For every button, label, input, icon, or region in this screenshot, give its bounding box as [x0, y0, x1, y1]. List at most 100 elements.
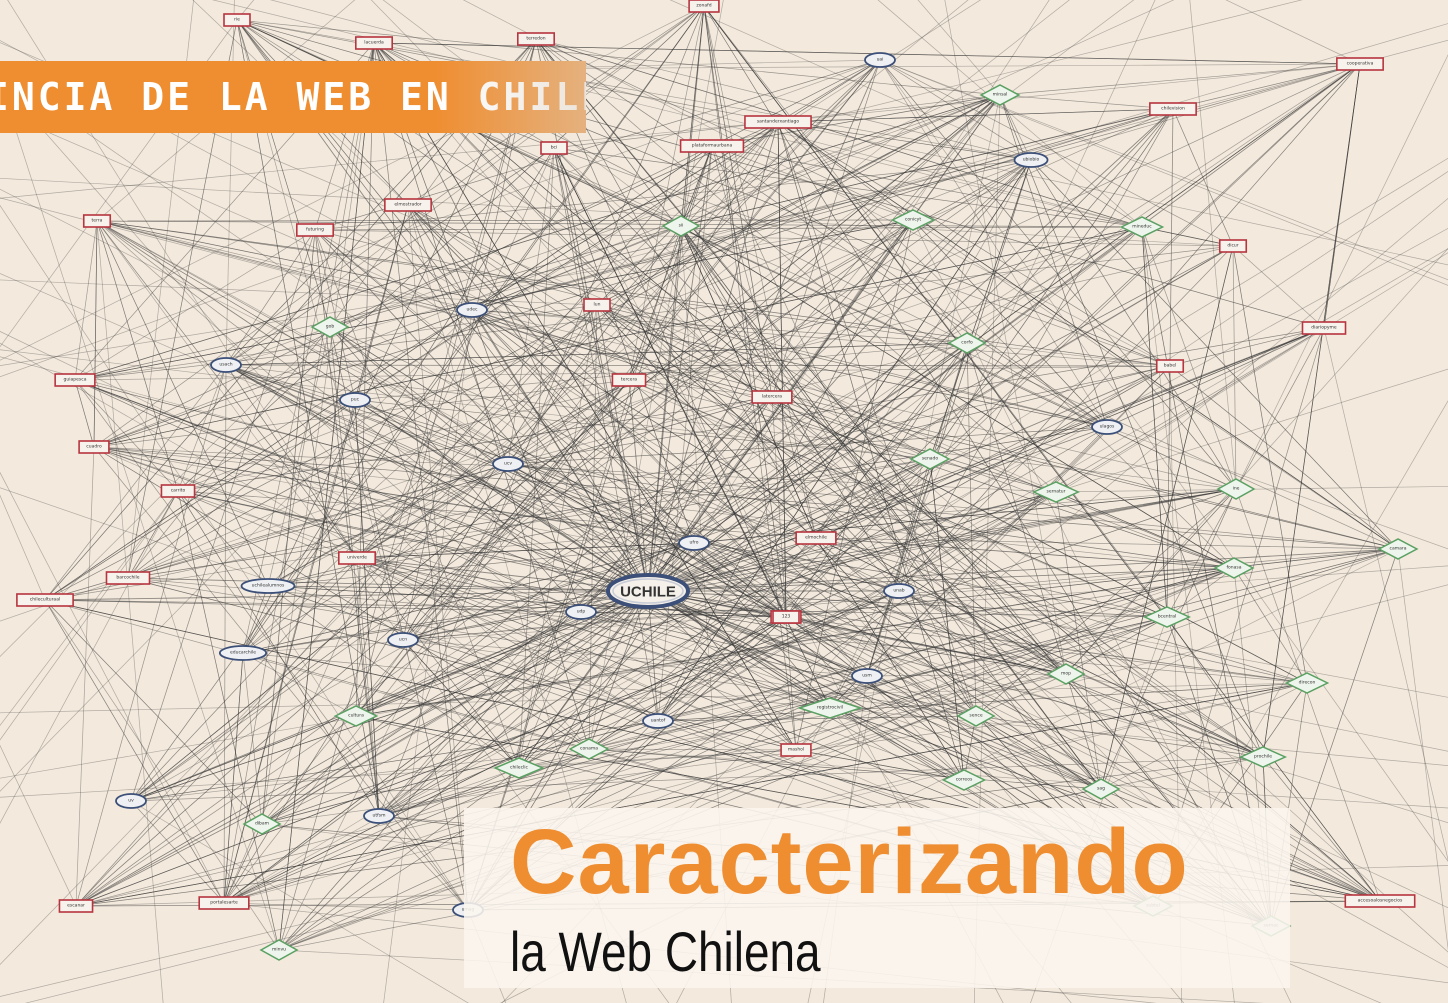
graph-edge [383, 309, 473, 1003]
graph-edge [177, 490, 380, 817]
graph-edge [354, 342, 968, 401]
graph-edge [518, 749, 797, 769]
graph-edge [771, 59, 881, 398]
graph-edge [596, 304, 649, 592]
graph-node-label: univerde [347, 555, 367, 561]
graph-edge [130, 491, 1057, 802]
graph-edge [1065, 488, 1237, 675]
graph-edge [93, 108, 1174, 448]
graph-edge [130, 226, 1143, 802]
graph-node: conicyt [890, 209, 936, 231]
graph-edge [1232, 245, 1325, 329]
graph-edge [354, 204, 409, 401]
graph-edge [355, 567, 1235, 717]
graph-edge [1100, 682, 1308, 790]
graph-node-label: tercera [621, 377, 637, 383]
graph-edge [829, 707, 1448, 766]
graph-edge [898, 252, 1448, 592]
graph-edge [588, 748, 1448, 809]
graph-edge [647, 219, 914, 592]
diamond-node-shape [310, 316, 350, 338]
diamond-node-shape [956, 705, 996, 727]
graph-edge [647, 590, 659, 722]
diamond-node-shape [1142, 606, 1192, 628]
graph-edge [596, 0, 969, 306]
graph-edge [223, 364, 227, 904]
graph-edge [130, 327, 1325, 802]
graph-edge [1166, 616, 1264, 758]
graph-edge [223, 157, 1448, 904]
graph-edge [355, 63, 1361, 717]
graph-edge [507, 463, 787, 618]
graph-edge [0, 59, 881, 378]
ellipse-node-shape [1091, 419, 1123, 435]
graph-node: cuadro [78, 440, 110, 454]
graph-edge [647, 159, 1032, 592]
graph-edge [378, 590, 900, 817]
graph-edge [657, 108, 1174, 722]
rect-node-shape [295, 223, 334, 237]
graph-edge [314, 159, 1032, 231]
graph-edge [711, 0, 1303, 147]
graph-edge [74, 220, 98, 381]
graph-node-label: ucn [399, 638, 407, 643]
graph-edge [815, 537, 1168, 618]
graph-edge [177, 364, 227, 492]
graph-edge [553, 147, 1143, 228]
graph-edge [1166, 567, 1235, 618]
graph-edge [267, 326, 331, 587]
graph-edge [93, 446, 649, 592]
graph-edge [96, 220, 1143, 228]
graph-edge [74, 304, 598, 381]
graph-edge [553, 147, 649, 592]
graph-edge [402, 379, 630, 641]
graph-edge [75, 616, 1168, 907]
graph-edge [588, 537, 817, 750]
graph-edge [999, 94, 1032, 161]
graph-edge [1172, 108, 1234, 247]
graph-node-label: rie [234, 17, 240, 23]
graph-node-label: 123 [782, 614, 791, 620]
graph-edge [917, 0, 1001, 96]
diamond-node-shape [1081, 778, 1121, 800]
graph-edge [75, 59, 881, 907]
ellipse-node-shape [678, 535, 710, 551]
graph-node-label: ine [1233, 486, 1240, 492]
section-banner: INCIA DE LA WEB EN CHILE [0, 61, 586, 133]
graph-edge [879, 59, 1108, 428]
graph-edge [402, 463, 509, 641]
graph-edge [407, 204, 469, 911]
graph-edge [588, 491, 1057, 750]
ellipse-node-shape [240, 578, 296, 594]
graph-edge [402, 639, 868, 677]
graph-edge [130, 159, 1032, 802]
diamond-node-shape [242, 813, 282, 835]
graph-edge [596, 304, 1067, 675]
graph-edge [75, 611, 582, 907]
graph-edge [462, 0, 1171, 367]
graph-edge [373, 42, 797, 751]
graph-node: dicur [1218, 239, 1248, 253]
graph-node-label: gob [326, 324, 335, 330]
graph-edge [242, 542, 695, 654]
graph-edge [223, 227, 1448, 904]
ellipse-node-shape [115, 793, 147, 809]
rect-node-shape [54, 373, 96, 387]
graph-node: zonafd [688, 0, 720, 13]
graph-edge [242, 488, 1237, 654]
graph-edge [693, 0, 1050, 544]
graph-edge [356, 219, 914, 559]
graph-edge [130, 590, 649, 802]
graph-edge [223, 42, 375, 904]
graph-edge [225, 39, 1448, 366]
graph-edge [680, 225, 1154, 907]
graph-edge [898, 245, 1234, 592]
graph-node-label: registrocivil [817, 705, 843, 711]
graph-edge [127, 399, 356, 579]
graph-edge [278, 304, 598, 951]
graph-edge [242, 304, 598, 654]
graph-edge [242, 652, 263, 825]
graph-node: latercera [751, 390, 793, 404]
graph-edge [1232, 245, 1237, 490]
rect-node-shape [384, 198, 432, 212]
